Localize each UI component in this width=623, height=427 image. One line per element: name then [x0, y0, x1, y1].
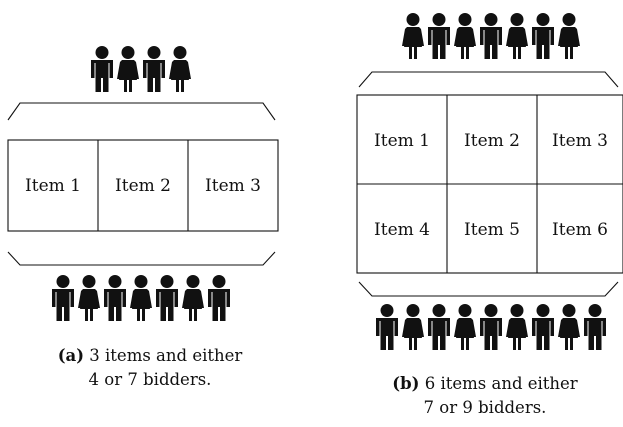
item-cell-label: Item 3	[552, 131, 608, 151]
panel-b-caption-label: (b)	[392, 374, 420, 393]
item-cell-label: Item 5	[464, 220, 520, 240]
item-cell-label: Item 3	[205, 176, 261, 196]
male-person-icon	[480, 13, 502, 59]
panel-b-item-table: Item 1 Item 2 Item 3 Item 4 Item 5 Item …	[356, 94, 623, 274]
panel-a-caption-label: (a)	[57, 346, 85, 365]
male-person-icon	[532, 13, 554, 59]
female-person-icon	[506, 13, 528, 59]
panel-b-table-bottom-edge	[358, 281, 619, 297]
male-person-icon	[376, 304, 398, 350]
panel-b: Item 1 Item 2 Item 3 Item 4 Item 5 Item …	[356, 13, 623, 350]
male-person-icon	[480, 304, 502, 350]
panel-a-top-bidders	[91, 46, 191, 92]
female-person-icon	[402, 304, 424, 350]
panel-b-caption-line2: 7 or 9 bidders.	[423, 398, 547, 417]
panel-a: Item 1 Item 2 Item 3	[7, 46, 279, 321]
panel-a-bottom-bidders	[52, 275, 230, 321]
female-person-icon	[169, 46, 191, 92]
male-person-icon	[428, 304, 450, 350]
panel-a-caption-line2: 4 or 7 bidders.	[88, 370, 212, 389]
panel-b-top-bidders	[402, 13, 580, 59]
male-person-icon	[143, 46, 165, 92]
male-person-icon	[104, 275, 126, 321]
panel-b-bottom-bidders	[376, 304, 606, 350]
female-person-icon	[558, 13, 580, 59]
item-cell-label: Item 4	[374, 220, 430, 240]
male-person-icon	[532, 304, 554, 350]
male-person-icon	[91, 46, 113, 92]
female-person-icon	[558, 304, 580, 350]
female-person-icon	[78, 275, 100, 321]
panel-b-caption-line1: 6 items and either	[424, 374, 578, 393]
female-person-icon	[454, 13, 476, 59]
female-person-icon	[402, 13, 424, 59]
male-person-icon	[156, 275, 178, 321]
item-cell-label: Item 1	[374, 131, 430, 151]
female-person-icon	[506, 304, 528, 350]
male-person-icon	[52, 275, 74, 321]
panel-a-caption: (a) 3 items and either 4 or 7 bidders.	[35, 344, 265, 392]
female-person-icon	[130, 275, 152, 321]
male-person-icon	[208, 275, 230, 321]
female-person-icon	[182, 275, 204, 321]
panel-a-item-table: Item 1 Item 2 Item 3	[7, 139, 279, 232]
item-cell-label: Item 1	[25, 176, 81, 196]
male-person-icon	[428, 13, 450, 59]
female-person-icon	[117, 46, 139, 92]
panel-a-caption-line1: 3 items and either	[89, 346, 243, 365]
panel-b-caption: (b) 6 items and either 7 or 9 bidders.	[355, 372, 615, 420]
panel-b-table-top-edge	[358, 71, 619, 88]
item-cell-label: Item 2	[115, 176, 171, 196]
item-cell-label: Item 6	[552, 220, 608, 240]
panel-a-table-bottom-edge	[7, 251, 276, 266]
item-cell-label: Item 2	[464, 131, 520, 151]
male-person-icon	[584, 304, 606, 350]
panel-a-table-top-edge	[7, 102, 276, 121]
female-person-icon	[454, 304, 476, 350]
